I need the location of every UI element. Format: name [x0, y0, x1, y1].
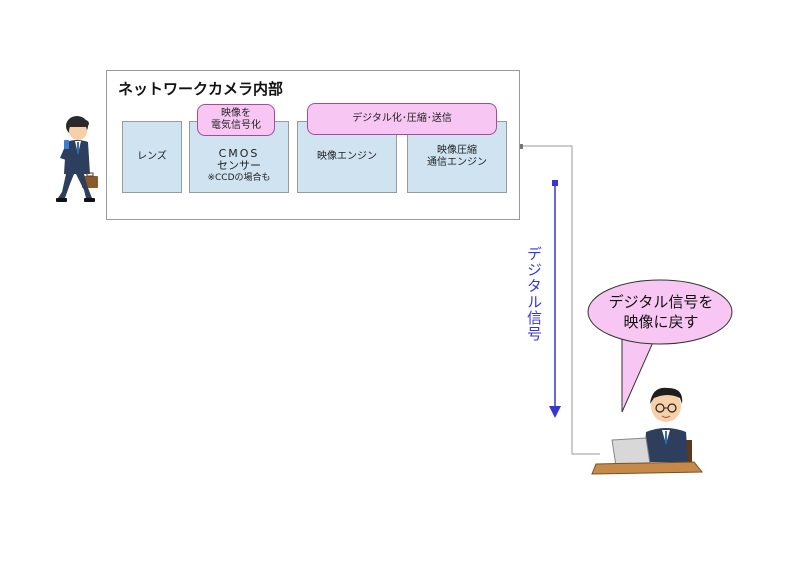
compression-engine-label: 映像圧縮 通信エンジン — [427, 145, 487, 168]
cmos-label-line1: CMOS — [218, 147, 260, 160]
lens-block: レンズ — [122, 121, 182, 193]
digitize-text: デジタル化･圧縮･送信 — [352, 113, 452, 124]
to-electric-label: 映像を 電気信号化 — [197, 104, 275, 136]
connector-port — [518, 144, 523, 149]
video-engine-label: 映像エンジン — [317, 151, 377, 162]
speech-bubble-text: デジタル信号を 映像に戻す — [608, 293, 714, 331]
signal-arrow — [549, 180, 561, 418]
digitize-label: デジタル化･圧縮･送信 — [307, 103, 497, 135]
businessman-walking-icon — [56, 116, 98, 202]
lens-label: レンズ — [137, 151, 167, 162]
cmos-note: ※CCDの場合も — [207, 173, 271, 183]
speech-bubble — [587, 279, 733, 413]
signal-label: デジタル信号 — [525, 246, 543, 342]
connector-line — [520, 145, 600, 455]
camera-title: ネットワークカメラ内部 — [118, 80, 284, 98]
man-at-laptop-icon — [591, 387, 704, 475]
cmos-label-line2: センサー — [217, 159, 261, 172]
to-electric-text: 映像を 電気信号化 — [211, 108, 261, 131]
